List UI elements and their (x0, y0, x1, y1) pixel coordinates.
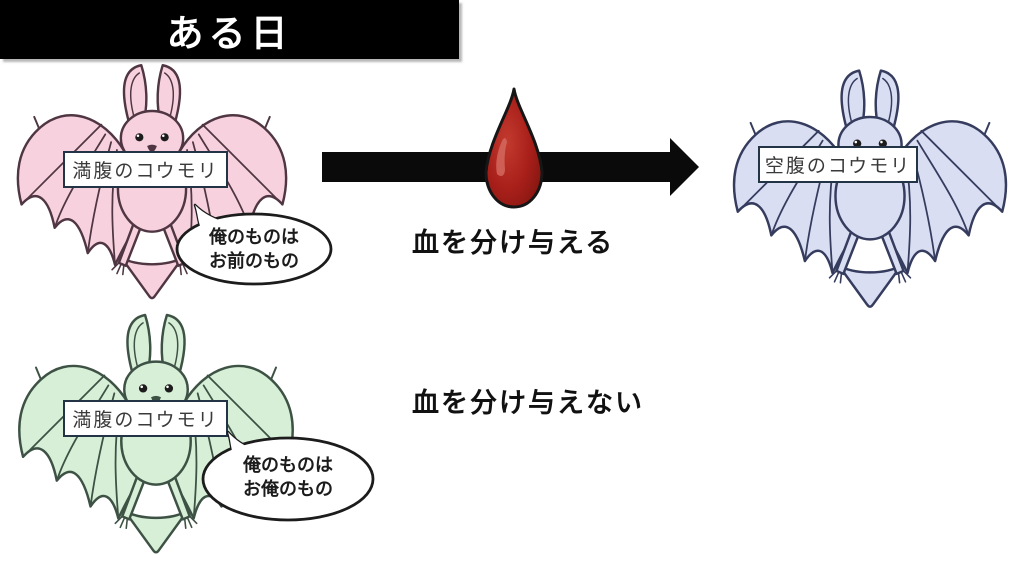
blood-drop-highlight (496, 138, 507, 177)
title-banner: ある日 (0, 0, 459, 59)
hungry-bat-blue-label-text: 空腹のコウモリ (764, 156, 912, 177)
speech-bubble-body (175, 212, 333, 286)
blood-drop-icon (484, 87, 544, 209)
bat-icon (734, 71, 1006, 307)
speech-bubble-tail-fill (228, 432, 262, 464)
speech-bubble-tail-fill (195, 205, 229, 235)
no-share-blood-text: 血を分け与えない (412, 388, 644, 418)
speech-text-noshare: 俺のものは お俺のもの (204, 439, 372, 515)
speech-text-share-line2: お前のもの (209, 251, 299, 271)
hungry-bat-blue-image (722, 66, 1018, 316)
blood-drop-shape (484, 87, 544, 209)
speech-bubble-noshare (201, 430, 375, 522)
full-bat-green-label-text: 満腹のコウモリ (72, 410, 219, 431)
speech-text-noshare-line1: 俺のものは (243, 454, 333, 475)
full-bat-pink-label-text: 満腹のコウモリ (72, 161, 219, 182)
hungry-bat-blue-label: 空腹のコウモリ (758, 146, 918, 183)
full-bat-green-label: 満腹のコウモリ (63, 400, 228, 437)
speech-bubble-share (175, 203, 333, 286)
speech-text-share: 俺のものは お前のもの (176, 216, 332, 282)
slide-title: ある日 (166, 12, 293, 54)
speech-text-noshare-line2: お俺のもの (243, 479, 333, 499)
full-bat-pink-label: 満腹のコウモリ (63, 151, 228, 188)
share-blood-text: 血を分け与える (412, 228, 615, 258)
speech-text-share-line1: 俺のものは (209, 226, 299, 247)
